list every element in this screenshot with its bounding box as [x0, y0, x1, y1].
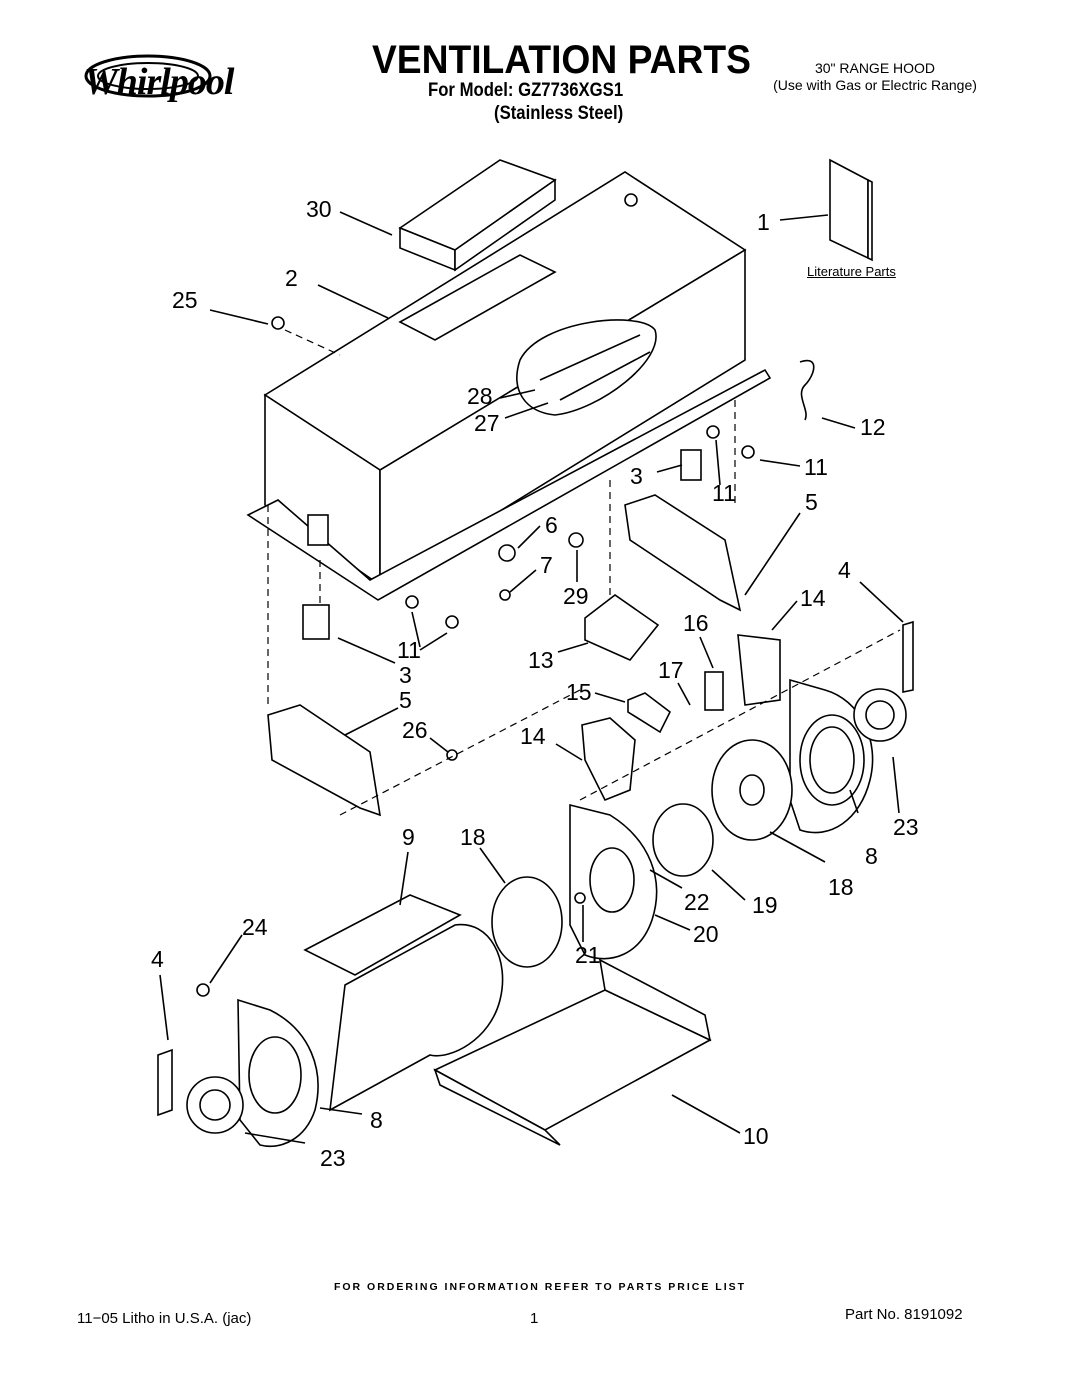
callout-5-lower: 5 [399, 687, 412, 713]
callout-13: 13 [528, 647, 554, 673]
part-mount-bracket-right [902, 620, 914, 693]
callout-3-lower: 3 [399, 662, 412, 688]
part-light-bracket [584, 594, 660, 661]
part-control-housing-left [581, 717, 636, 802]
callout-18-right: 18 [828, 874, 854, 900]
callout-11-upper: 11 [712, 480, 736, 506]
part-grille-left [186, 1076, 244, 1134]
callout-4-left: 4 [151, 946, 164, 972]
product-line-2: (Use with Gas or Electric Range) [773, 77, 977, 93]
callout-1: 1 [757, 209, 770, 235]
callout-5-upper: 5 [805, 489, 818, 515]
part-bracket-lower [267, 704, 382, 817]
page-title: VENTILATION PARTS [372, 38, 751, 82]
part-blower-wheel-left [491, 876, 563, 968]
callout-22: 22 [684, 889, 710, 915]
model-line: For Model: GZ7736XGS1 [428, 80, 624, 101]
callout-27: 27 [474, 410, 500, 436]
page-number: 1 [530, 1310, 539, 1327]
callout-12: 12 [860, 414, 886, 440]
callout-28: 28 [467, 383, 493, 409]
part-terminal-block [627, 692, 672, 734]
callout-8-left: 8 [370, 1107, 383, 1133]
callout-2: 2 [285, 265, 298, 291]
whirlpool-logo: Whirlpool [78, 46, 258, 110]
callout-17: 17 [658, 657, 684, 683]
callout-19: 19 [752, 892, 778, 918]
part-literature-booklet [829, 158, 873, 262]
product-line-1: 30" RANGE HOOD [814, 60, 936, 76]
assembly-guide-lines [267, 329, 901, 816]
callout-11-lower: 11 [397, 637, 421, 663]
ordering-note: FOR ORDERING INFORMATION REFER TO PARTS … [333, 1281, 747, 1293]
callout-18-center: 18 [460, 824, 486, 850]
part-bracket-upper [624, 494, 742, 612]
part-motor-mount [303, 894, 504, 1112]
callout-leader-lines [159, 211, 904, 1144]
part-grille-right [853, 688, 907, 742]
part-motor [652, 803, 714, 877]
logo-swirl-icon [84, 54, 212, 98]
part-socket-housing-right [737, 634, 781, 706]
callout-24: 24 [242, 914, 268, 940]
callout-14-left: 14 [520, 723, 546, 749]
part-number: Part No. 8191092 [845, 1306, 963, 1323]
screw-icons [196, 316, 755, 997]
callout-11-right: 11 [804, 454, 828, 480]
part-blower-housing-center [569, 803, 658, 960]
callout-10: 10 [743, 1123, 769, 1149]
callout-3-upper: 3 [630, 463, 643, 489]
callout-7: 7 [540, 552, 553, 578]
litho-info: 11−05 Litho in U.S.A. (jac) [77, 1310, 252, 1327]
part-hood-housing [246, 171, 772, 601]
callout-16: 16 [683, 610, 709, 636]
part-filter-pan [433, 958, 712, 1146]
brand-wordmark: Whirlpool [84, 61, 234, 103]
callout-26: 26 [402, 717, 428, 743]
part-wire-harness [799, 359, 815, 421]
callout-20: 20 [693, 921, 719, 947]
callout-numbers: 30 1 2 25 28 27 12 3 11 11 5 6 7 29 4 14… [151, 196, 919, 1171]
callout-9: 9 [402, 824, 415, 850]
part-mount-bracket-left [157, 1048, 173, 1117]
callout-15: 15 [566, 679, 592, 705]
callout-25: 25 [172, 287, 198, 313]
callout-8-right: 8 [865, 843, 878, 869]
callout-21: 21 [575, 942, 601, 968]
part-blower-wheel-right [711, 739, 793, 841]
callout-29: 29 [563, 583, 589, 609]
literature-parts-label: Literature Parts [807, 264, 896, 279]
part-switch-upper [680, 449, 702, 481]
callout-23-left: 23 [320, 1145, 346, 1171]
callout-6: 6 [545, 512, 558, 538]
part-blower-housing-left [237, 998, 319, 1147]
callout-23-right: 23 [893, 814, 919, 840]
part-duct-connector [398, 159, 557, 272]
callout-30: 30 [306, 196, 332, 222]
callout-14-right: 14 [800, 585, 826, 611]
callout-4-right: 4 [838, 557, 851, 583]
part-capacitor [704, 671, 724, 711]
finish-line: (Stainless Steel) [494, 103, 624, 124]
part-switch-lower [302, 604, 330, 640]
